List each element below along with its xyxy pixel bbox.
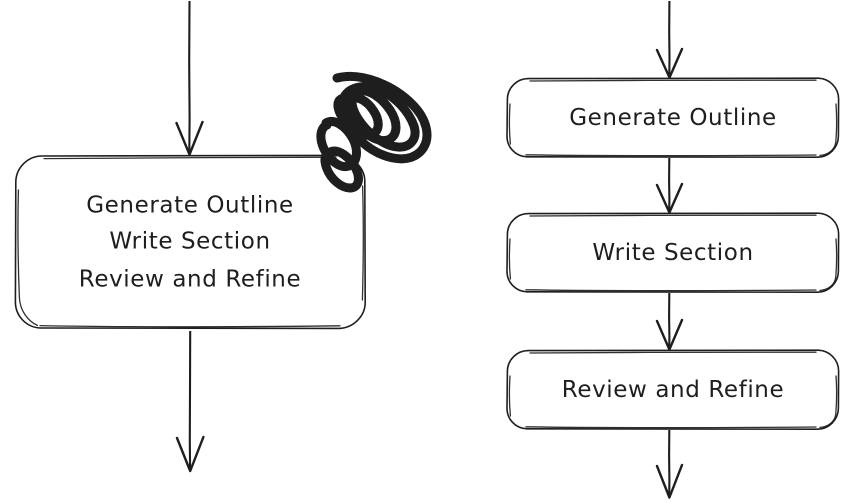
- merged-node-line-2: Write Section: [109, 229, 270, 255]
- merged-process-node[interactable]: [14, 154, 367, 330]
- generate-outline-label: Generate Outline: [569, 105, 777, 131]
- generate-outline-node[interactable]: [506, 77, 840, 158]
- review-and-refine-node[interactable]: [506, 349, 840, 430]
- left-outgoing-arrow: [175, 330, 205, 473]
- right-sequential-diagram: Generate Outline Write Section: [506, 0, 840, 499]
- write-section-node[interactable]: [506, 212, 840, 293]
- right-incoming-arrow: [655, 0, 684, 79]
- review-and-refine-label: Review and Refine: [562, 377, 784, 403]
- scribble-annotation: [316, 71, 432, 193]
- merged-node-line-3: Review and Refine: [79, 267, 301, 293]
- connector-write-to-review: [655, 292, 684, 351]
- right-outgoing-arrow: [655, 429, 684, 499]
- left-incoming-arrow: [175, 0, 204, 156]
- left-merged-diagram: Generate Outline Write Section Review an…: [14, 0, 432, 473]
- write-section-label: Write Section: [592, 240, 753, 266]
- connector-outline-to-write: [655, 157, 684, 214]
- merged-node-line-1: Generate Outline: [86, 193, 294, 219]
